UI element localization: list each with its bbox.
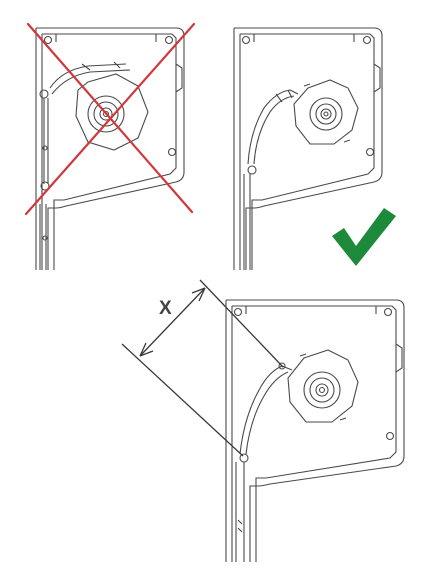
housing-drawing-incorrect bbox=[24, 22, 196, 270]
measurement-panel bbox=[200, 296, 410, 566]
check-icon bbox=[332, 208, 396, 266]
cross-icon bbox=[24, 22, 196, 216]
incorrect-installation-panel bbox=[24, 22, 196, 274]
correct-installation-panel bbox=[224, 24, 396, 274]
dimension-label: X bbox=[159, 298, 172, 319]
housing-drawing-measurement bbox=[225, 299, 405, 562]
housing-drawing-correct bbox=[233, 27, 396, 270]
